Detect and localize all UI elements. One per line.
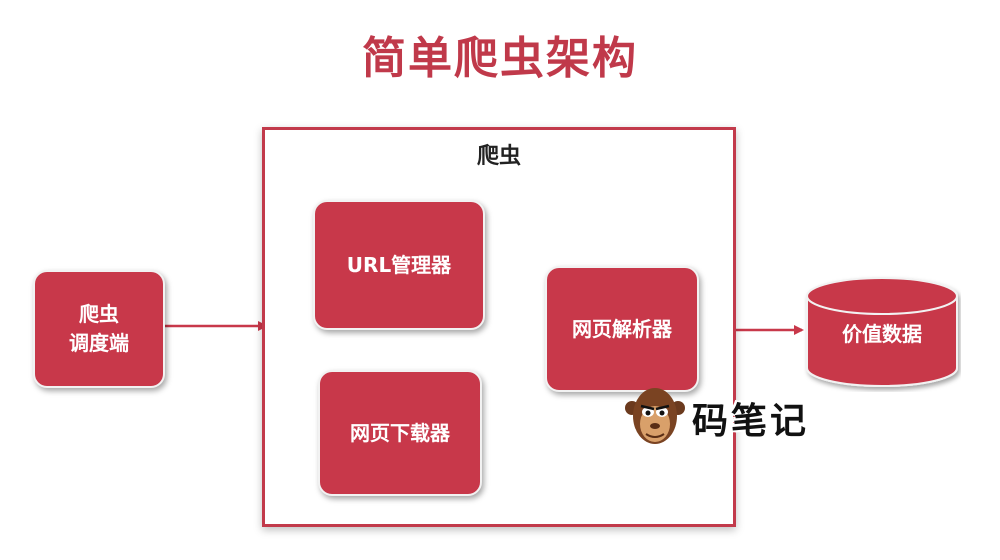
parser-label: 网页解析器 (572, 316, 672, 341)
scheduler-node: 爬虫 调度端 (33, 270, 165, 388)
page-title: 简单爬虫架构 (362, 33, 638, 84)
database-cylinder-icon (806, 277, 958, 387)
watermark-logo: 码笔记 (624, 382, 819, 454)
value-data-label: 价值数据 (842, 322, 922, 346)
scheduler-label-line1: 爬虫 (79, 302, 119, 326)
downloader-node: 网页下载器 (318, 370, 482, 496)
scheduler-label-line2: 调度端 (69, 331, 129, 355)
url-manager-label: URL管理器 (346, 252, 452, 277)
crawler-frame-label: 爬虫 (476, 144, 521, 169)
watermark-text: 码笔记 (692, 401, 810, 442)
value-data-node: 价值数据 (803, 272, 961, 392)
url-manager-node: URL管理器 (313, 200, 485, 330)
monkey-icon (625, 388, 685, 444)
downloader-label: 网页下载器 (350, 420, 450, 445)
parser-node: 网页解析器 (545, 266, 699, 392)
